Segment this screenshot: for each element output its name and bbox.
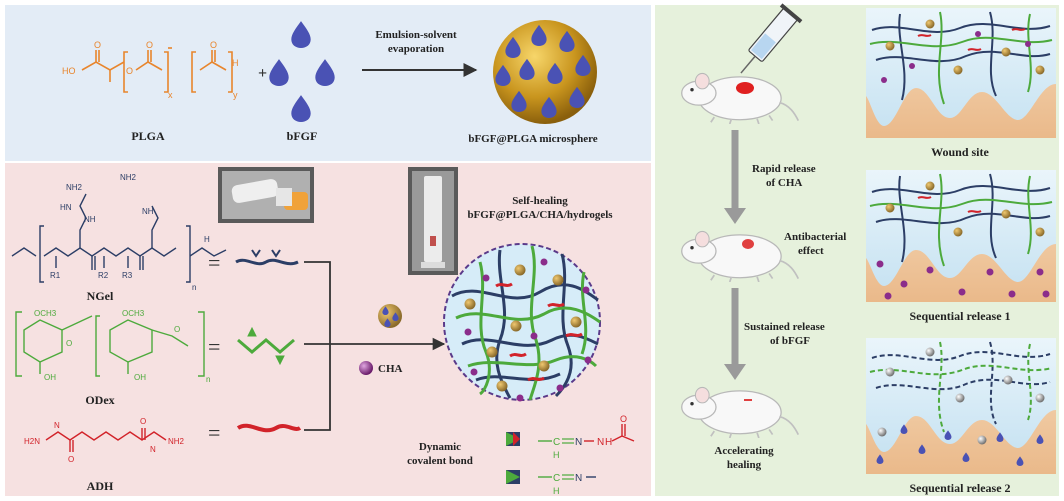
plga-o2-text: O: [126, 66, 133, 76]
bond-formula-1: C N N H H O: [538, 414, 635, 460]
mini-microsphere: [378, 304, 402, 328]
odex-och3-b: OCH3: [122, 309, 145, 318]
adh-label: ADH: [87, 479, 114, 493]
microsphere: [493, 20, 597, 124]
odex-equals: =: [208, 334, 220, 359]
cha-ball: [359, 361, 373, 375]
healing-line1: Accelerating: [714, 445, 774, 457]
cha-label: CHA: [378, 363, 403, 375]
hydrogel-network: [443, 243, 601, 402]
bond1-n2: N: [597, 437, 604, 448]
ngel-label: NGel: [87, 289, 114, 303]
adh-o-top: O: [140, 417, 146, 426]
plga-label: PLGA: [131, 129, 165, 143]
sequential-release-1-panel: [866, 170, 1056, 302]
mouse-1: [680, 72, 800, 124]
ngel-n-subscript: n: [192, 283, 196, 292]
sequential-release-2-label: Sequential release 2: [909, 481, 1010, 495]
plus-sign: +: [258, 65, 267, 82]
ngel-r1: R1: [50, 271, 61, 280]
adh-nh2: NH2: [168, 437, 185, 446]
adh-n-right: N: [150, 445, 156, 454]
bond-formula-2: C N H: [538, 473, 596, 496]
ngel-nh2-b: NH2: [120, 173, 137, 182]
bond1-h2: H: [605, 437, 612, 448]
step2-line2: of bFGF: [770, 335, 810, 347]
plga-ho-text: HO: [62, 66, 76, 76]
ngel-equals: =: [208, 250, 220, 275]
plga-y-subscript: y: [233, 90, 238, 100]
adh-structure: [45, 428, 167, 452]
hydrogel-title-line1: Self-healing: [512, 195, 568, 207]
ngel-r2: R2: [98, 271, 109, 280]
ngel-hn-a: HN: [60, 203, 72, 212]
odex-o-b: O: [174, 325, 180, 334]
right-arrowhead-1: [724, 208, 746, 224]
bond1-n1: N: [575, 437, 582, 448]
bfgf-label: bFGF: [287, 129, 318, 143]
bond-icon-2: [506, 470, 520, 484]
odex-symbol: [237, 326, 295, 366]
bond-label-line1: Dynamic: [419, 441, 461, 453]
microsphere-label: bFGF@PLGA microsphere: [468, 133, 597, 145]
plga-structure: [81, 47, 233, 93]
plga-o3-text: O: [146, 40, 153, 50]
step1-line1: Rapid release: [752, 163, 816, 175]
mouse-2: [680, 230, 800, 282]
bond-icon-1: [506, 432, 520, 446]
bond1-c: C: [553, 437, 560, 448]
odex-oh-a: OH: [44, 373, 56, 382]
syringe-photo: [408, 167, 458, 275]
adh-o-bottom: O: [68, 455, 74, 464]
odex-n-subscript: n: [206, 375, 210, 384]
ngel-nh2-a: NH2: [66, 183, 83, 192]
adh-h2n: H2N: [24, 437, 40, 446]
hydrogel-title-line2: bFGF@PLGA/CHA/hydrogels: [467, 209, 613, 221]
plga-o4-text: O: [210, 40, 217, 50]
plga-x-subscript: x: [168, 90, 173, 100]
sequential-release-2-panel: [866, 338, 1056, 474]
ngel-symbol: [235, 249, 299, 266]
bond2-h: H: [553, 486, 560, 496]
odex-label: ODex: [85, 393, 114, 407]
ngel-structure: [11, 193, 227, 283]
component-connectors: [304, 261, 446, 431]
ngel-nh-a: NH: [84, 215, 96, 224]
bond-label-line2: covalent bond: [407, 455, 473, 467]
odex-oh-b: OH: [134, 373, 146, 382]
vial-photo: [218, 167, 314, 223]
ngel-h: H: [204, 235, 210, 244]
injection-syringe: [740, 3, 803, 74]
odex-och3-a: OCH3: [34, 309, 57, 318]
process-label-line2: evaporation: [388, 43, 444, 55]
step1-line2: of CHA: [766, 177, 802, 189]
adh-symbol: [236, 423, 302, 433]
step2-line1: Sustained release: [744, 321, 825, 333]
ngel-nh-b: NH: [142, 207, 154, 216]
right-arrowhead-2: [724, 364, 746, 380]
antibacterial-line2: effect: [798, 245, 824, 257]
wound-site-panel: [866, 8, 1056, 138]
bond1-o: O: [620, 414, 627, 424]
odex-structure: [15, 311, 205, 377]
adh-equals: =: [208, 420, 220, 445]
plga-h-text: H: [232, 58, 239, 68]
bond2-c: C: [553, 473, 560, 484]
plga-o1-text: O: [94, 40, 101, 50]
odex-o-a: O: [66, 339, 72, 348]
sequential-release-1-label: Sequential release 1: [909, 309, 1010, 323]
wound-site-label: Wound site: [931, 145, 989, 159]
ngel-r3: R3: [122, 271, 133, 280]
bond1-h1: H: [553, 450, 560, 460]
mouse-3: [680, 386, 800, 438]
antibacterial-line1: Antibacterial: [784, 231, 846, 243]
process-label-line1: Emulsion-solvent: [375, 29, 457, 41]
bond2-n: N: [575, 473, 582, 484]
healing-line2: healing: [727, 459, 762, 471]
adh-n-left: N: [54, 421, 60, 430]
